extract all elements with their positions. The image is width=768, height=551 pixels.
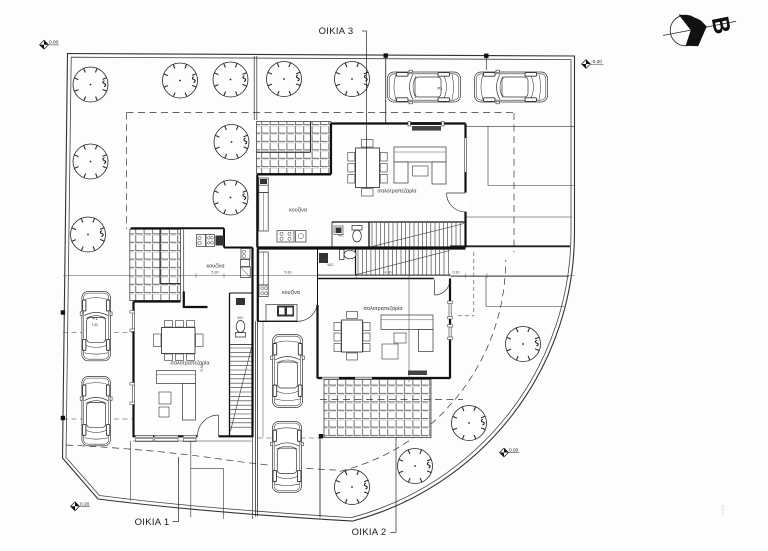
- svg-text:ΟΙΚΙΑ 3: ΟΙΚΙΑ 3: [319, 26, 354, 37]
- svg-text:WC: WC: [237, 316, 244, 320]
- svg-text:0.00: 0.00: [49, 40, 59, 46]
- svg-text:σαλοτραπεζαρία: σαλοτραπεζαρία: [364, 306, 403, 312]
- svg-text:ΟΙΚΙΑ 1: ΟΙΚΙΑ 1: [135, 517, 170, 528]
- svg-text:5.30: 5.30: [285, 271, 292, 275]
- svg-text:σαλοτραπεζαρία: σαλοτραπεζαρία: [171, 361, 210, 367]
- svg-text:-0.20: -0.20: [591, 59, 602, 65]
- svg-text:P1: P1: [437, 86, 443, 91]
- svg-text:WC: WC: [327, 263, 334, 267]
- svg-text:0.20: 0.20: [80, 501, 90, 507]
- svg-text:B: B: [706, 14, 736, 36]
- svg-text:κουζίνα: κουζίνα: [282, 290, 300, 296]
- svg-text:5.30: 5.30: [212, 271, 219, 275]
- svg-text:κουζίνα: κουζίνα: [289, 208, 307, 214]
- svg-text:0.00: 0.00: [509, 448, 519, 454]
- svg-text:σαλοτραπεζαρία: σαλοτραπεζαρία: [378, 189, 417, 195]
- svg-text:WC: WC: [338, 234, 345, 238]
- svg-text:1.50: 1.50: [92, 323, 98, 327]
- svg-text:1:100: 1:100: [720, 504, 725, 515]
- svg-text:P1: P1: [92, 316, 98, 321]
- svg-text:0.30: 0.30: [453, 271, 460, 275]
- svg-text:5.30: 5.30: [200, 365, 204, 372]
- svg-text:ΟΙΚΙΑ 2: ΟΙΚΙΑ 2: [352, 527, 387, 538]
- svg-text:κουζίνα: κουζίνα: [207, 264, 225, 270]
